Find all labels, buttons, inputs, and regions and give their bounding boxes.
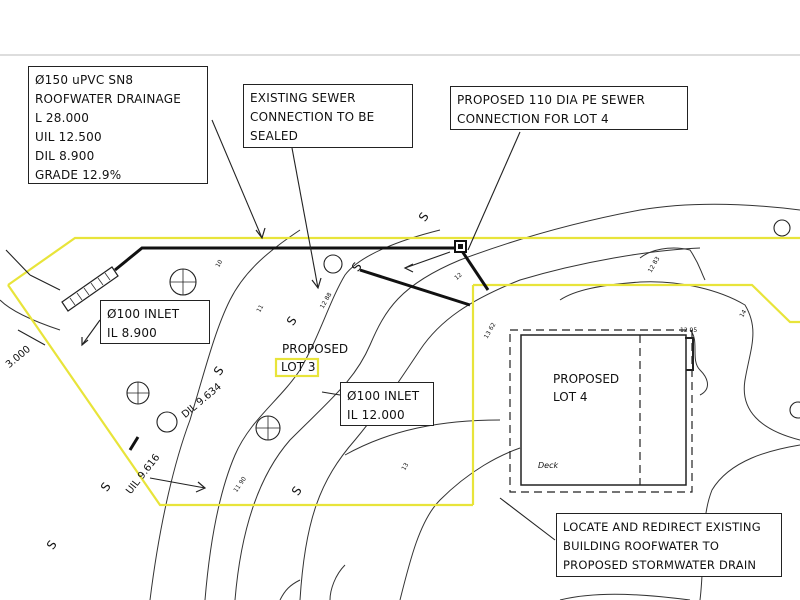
note-line: SEALED [250,129,299,143]
note-line: CONNECTION FOR LOT 4 [457,112,609,126]
lot4-boundary [473,283,800,324]
locate-roofwater-note: LOCATE AND REDIRECT EXISTING BUILDING RO… [556,513,782,577]
note-line: EXISTING SEWER [250,91,356,105]
lot4-building [509,329,694,493]
note-line: Ø100 INLET [347,389,420,403]
lot4-label: LOT 4 [553,390,588,404]
note-line: IL 12.000 [347,408,405,422]
roofwater-drainage-note: Ø150 uPVC SN8 ROOFWATER DRAINAGE L 28.00… [28,66,208,184]
note-line: L 28.000 [35,111,90,125]
existing-sewer-note: EXISTING SEWER CONNECTION TO BE SEALED [243,84,413,148]
leader-lines [5,119,556,541]
lot3-boundary-bottom [7,284,473,507]
note-line: Ø100 INLET [107,307,180,321]
lot3-label-box [274,357,320,378]
drainage-pipes [114,246,490,451]
note-line: BUILDING ROOFWATER TO [563,539,720,553]
lot-boundaries [7,236,800,507]
deck-label: Deck [538,461,559,470]
contour-label: 12 95 [680,327,698,334]
note-line: DIL 8.900 [35,149,95,163]
note-line: CONNECTION TO BE [250,110,375,124]
note-line: UIL 12.500 [35,130,102,144]
note-line: ROOFWATER DRAINAGE [35,92,181,106]
lot3-boundary-top [7,236,800,286]
note-line: GRADE 12.9% [35,168,122,182]
proposed-lot3-label: PROPOSED [282,342,349,356]
proposed-lot4-label: PROPOSED [553,372,620,386]
proposed-sewer-note: PROPOSED 110 DIA PE SEWER CONNECTION FOR… [450,86,688,130]
note-line: LOCATE AND REDIRECT EXISTING [563,520,761,534]
inlet-right-note: Ø100 INLET IL 12.000 [340,382,434,426]
inlet-left-note: Ø100 INLET IL 8.900 [100,300,210,344]
lot3-label: LOT 3 [281,360,316,374]
note-line: PROPOSED 110 DIA PE SEWER [457,93,646,107]
note-line: PROPOSED STORMWATER DRAIN [563,558,757,572]
note-line: IL 8.900 [107,326,157,340]
soakage-trench [61,266,119,312]
note-line: Ø150 uPVC SN8 [35,73,134,87]
